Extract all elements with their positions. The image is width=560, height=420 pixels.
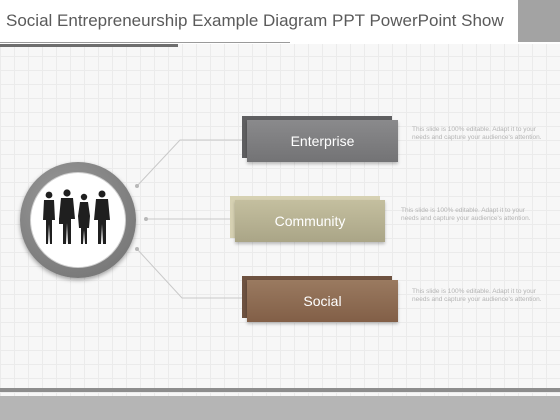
footer-line <box>0 388 560 392</box>
enterprise-label: Enterprise <box>290 133 355 149</box>
enterprise-box: Enterprise <box>247 120 398 162</box>
title-underline-thick <box>0 44 178 47</box>
connector-dot-social <box>135 247 139 251</box>
connector-dot-community <box>144 217 148 221</box>
social-description: This slide is 100% editable. Adapt it to… <box>412 288 542 303</box>
slide-title: Social Entrepreneurship Example Diagram … <box>6 11 504 30</box>
enterprise-description: This slide is 100% editable. Adapt it to… <box>412 126 542 141</box>
connector-dot-enterprise <box>135 184 139 188</box>
connector-enterprise <box>136 139 243 187</box>
business-people-icon <box>43 189 110 244</box>
social-label: Social <box>303 293 342 309</box>
title-underline-thin <box>0 42 290 43</box>
social-box: Social <box>247 280 398 322</box>
title-corner-block <box>518 0 560 42</box>
community-description: This slide is 100% editable. Adapt it to… <box>401 207 531 222</box>
community-box: Community <box>235 200 385 242</box>
footer-bar <box>0 396 560 420</box>
connector-social <box>136 248 243 299</box>
title-bar: Social Entrepreneurship Example Diagram … <box>0 0 560 44</box>
community-label: Community <box>274 213 346 229</box>
